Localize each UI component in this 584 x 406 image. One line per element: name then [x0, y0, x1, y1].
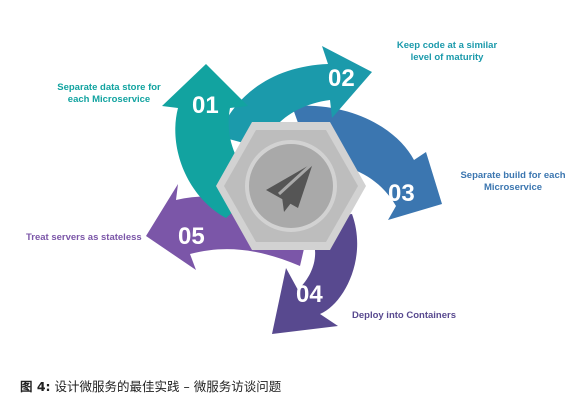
step-02-label: Keep code at a similar level of maturity — [396, 40, 498, 63]
step-04-arrow — [272, 214, 358, 334]
step-05-number: 05 — [178, 223, 205, 250]
figure-number: 图 4: — [20, 379, 51, 394]
step-05-label: Treat servers as stateless — [26, 232, 142, 243]
step-04-number: 04 — [296, 281, 323, 308]
step-01-label: Separate data store for each Microservic… — [57, 82, 161, 105]
step-01-number: 01 — [192, 92, 219, 119]
step-03-number: 03 — [388, 180, 415, 207]
figure-caption: 图 4: 设计微服务的最佳实践 – 微服务访谈问题 — [20, 376, 281, 395]
step-03-label: Separate build for each Microservice — [460, 170, 566, 193]
step-04-label: Deploy into Containers — [352, 310, 456, 321]
best-practices-diagram: 01 02 03 04 05 — [146, 46, 442, 334]
step-02-number: 02 — [328, 65, 355, 92]
caption-text: 设计微服务的最佳实践 – 微服务访谈问题 — [54, 379, 282, 394]
paper-plane-icon — [266, 161, 315, 212]
